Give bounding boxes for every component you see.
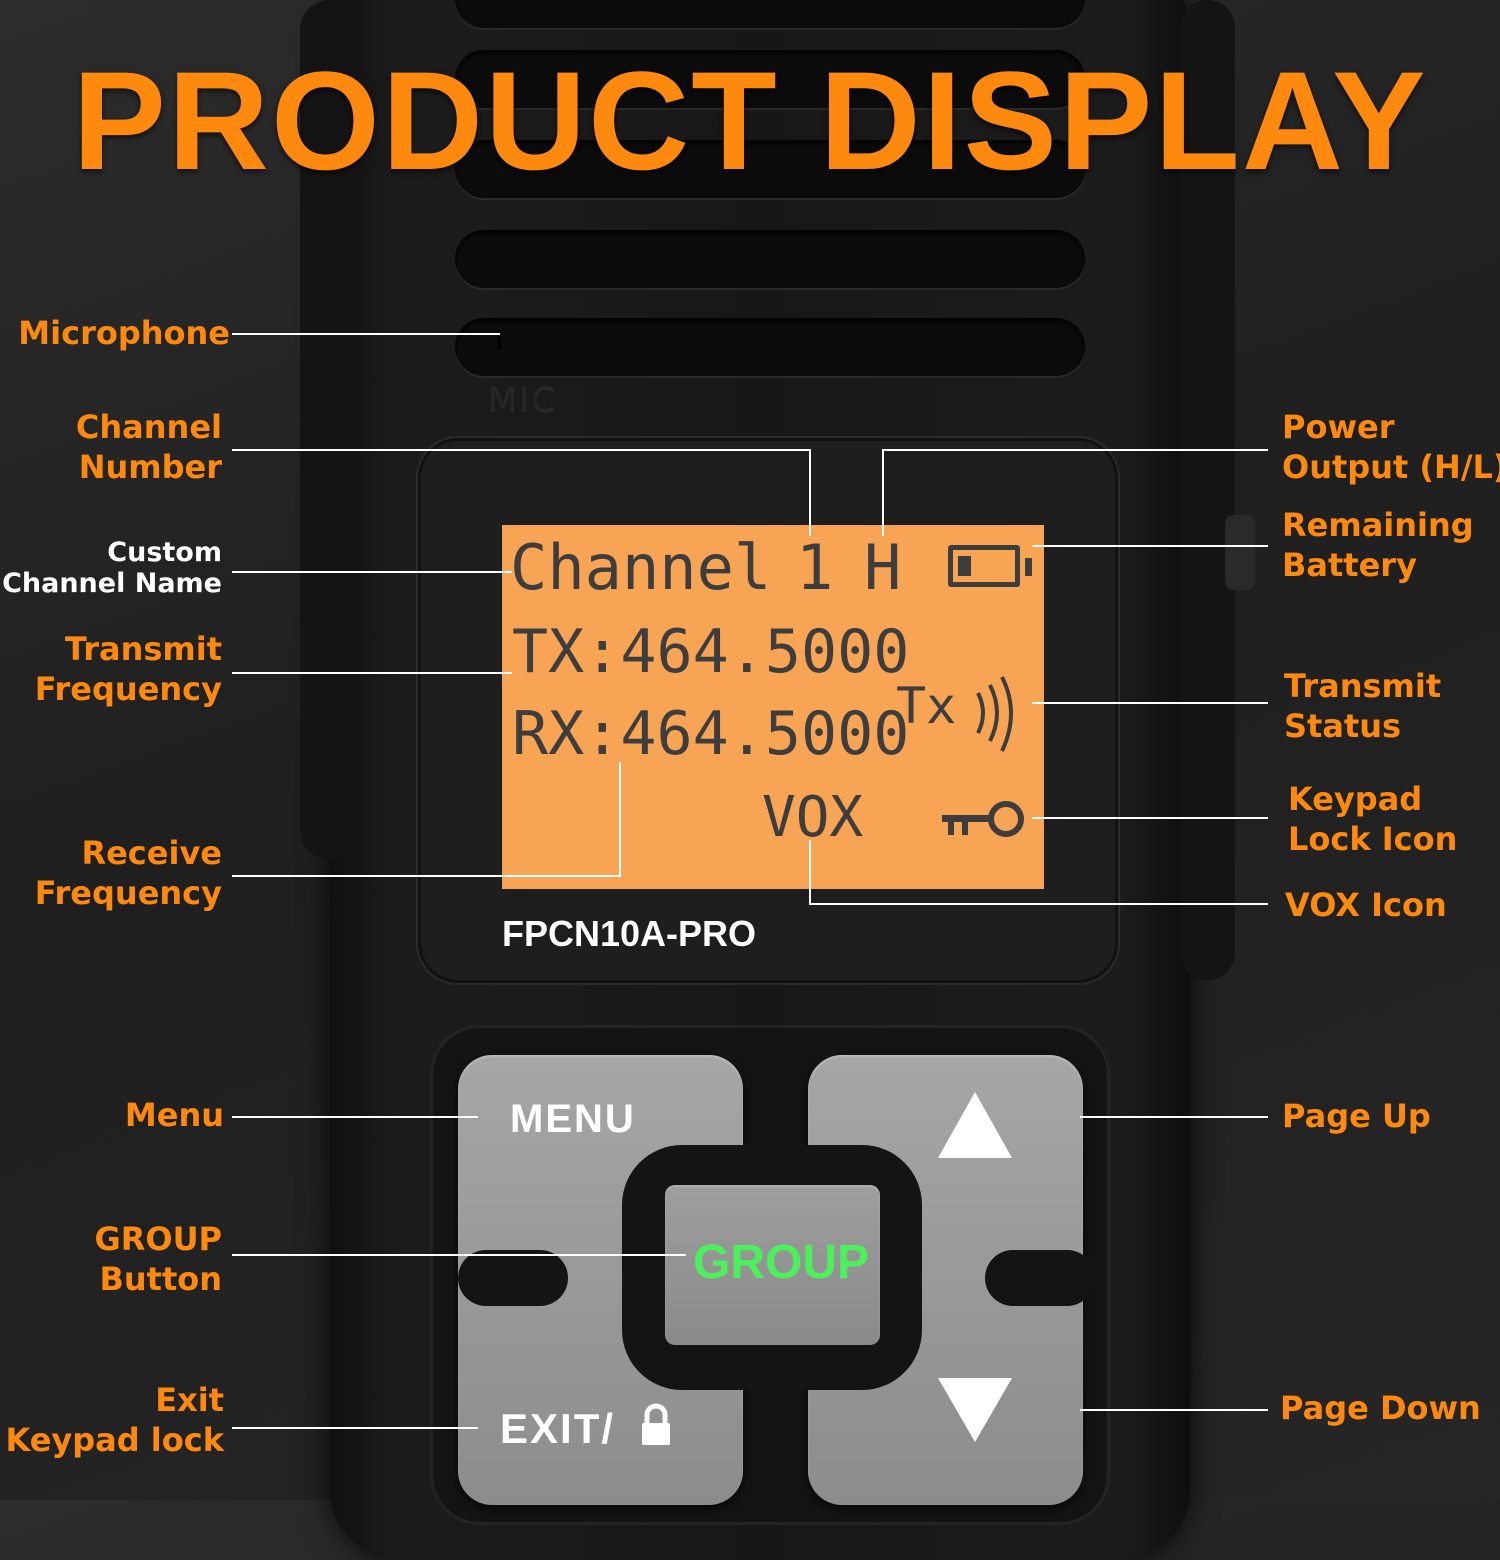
callout-line: Page Up: [1282, 1097, 1431, 1135]
callout-line: Number: [78, 448, 222, 486]
callout-line: Receive: [81, 834, 222, 872]
callout-line: Exit: [155, 1381, 224, 1419]
callout-line: Menu: [124, 1096, 224, 1134]
callout-line: Output (H/L): [1282, 448, 1500, 486]
exit-keypad-lock-button[interactable]: EXIT/: [468, 1375, 698, 1485]
callout-page-up: Page Up: [1282, 1096, 1431, 1136]
callout-exit-keypad-lock: Exit Keypad lock: [5, 1380, 224, 1460]
grille-slot: [455, 230, 1085, 288]
callout-keypad-lock-icon: Keypad Lock Icon: [1288, 779, 1457, 859]
grille-slot: [455, 318, 1085, 376]
callout-transmit-frequency: Transmit Frequency: [35, 629, 222, 709]
model-label: FPCN10A-PRO: [502, 913, 757, 954]
callout-microphone: Microphone: [18, 313, 230, 353]
callout-channel-number: Channel Number: [76, 407, 222, 487]
callout-line: Microphone: [18, 314, 230, 352]
grille-slot: [455, 50, 1085, 108]
exit-button-label: EXIT/: [500, 1405, 616, 1452]
callout-line: Channel: [75, 408, 222, 446]
callout-remaining-battery: Remaining Battery: [1282, 505, 1474, 585]
callout-line: Custom: [107, 537, 222, 568]
group-button-label: GROUP: [693, 1236, 870, 1289]
callout-line: Transmit: [64, 630, 222, 668]
page-down-button[interactable]: [920, 1370, 1030, 1470]
callout-line: Button: [99, 1260, 222, 1298]
key-divider: [985, 1250, 1095, 1306]
callout-vox-icon: VOX Icon: [1285, 885, 1447, 925]
callout-transmit-status: Transmit Status: [1284, 666, 1441, 746]
page-title: PRODUCT DISPLAY: [72, 42, 1428, 199]
callout-line: Remaining: [1282, 506, 1474, 544]
menu-button-label: MENU: [510, 1097, 636, 1141]
side-rail-left: [300, 0, 360, 860]
callout-line: Frequency: [34, 874, 222, 912]
menu-button[interactable]: MENU: [468, 1065, 698, 1175]
callout-line: Transmit: [1284, 667, 1442, 705]
key-divider: [458, 1250, 568, 1306]
lcd-vox: VOX: [762, 785, 864, 850]
callout-line: Channel Name: [2, 568, 222, 599]
callout-line: Power: [1282, 408, 1395, 446]
callout-line: Page Down: [1280, 1389, 1481, 1427]
battery-icon: [948, 545, 1032, 587]
callout-line: Frequency: [34, 670, 222, 708]
battery-fill: [958, 556, 971, 576]
page-up-button[interactable]: [920, 1080, 1030, 1180]
callout-receive-frequency: Receive Frequency: [35, 833, 222, 913]
grille-slot: [455, 0, 1085, 28]
key-lock-icon: [942, 801, 1024, 837]
triangle-up-icon: [938, 1092, 1012, 1158]
lcd-channel-name: Channel: [510, 531, 772, 604]
lcd-power-level: H: [864, 531, 902, 604]
lcd-channel-number: 1: [796, 531, 834, 604]
lcd-tx-frequency: TX:464.5000: [512, 617, 910, 687]
callout-line: Battery: [1282, 546, 1417, 584]
lcd-rx-frequency: RX:464.5000: [512, 699, 910, 769]
callout-line: GROUP: [94, 1220, 222, 1258]
callout-group-button: GROUP Button: [94, 1219, 222, 1299]
tx-waves-icon: [976, 676, 1013, 752]
mic-label: MIC: [488, 380, 558, 420]
callout-line: Keypad lock: [5, 1421, 224, 1459]
callout-line: Lock Icon: [1288, 820, 1458, 858]
triangle-down-icon: [938, 1378, 1012, 1442]
padlock-icon: [642, 1403, 670, 1445]
callout-menu: Menu: [125, 1095, 224, 1135]
callout-custom-channel-name: Custom Channel Name: [2, 537, 222, 599]
callout-page-down: Page Down: [1280, 1388, 1481, 1428]
callout-line: Status: [1284, 707, 1402, 745]
battery-tip: [1025, 558, 1032, 576]
lcd-tx-status: Tx: [896, 677, 957, 735]
grille-slot: [455, 140, 1085, 198]
callout-power-output: Power Output (H/L): [1282, 407, 1500, 487]
callout-line: Keypad: [1288, 780, 1423, 818]
lcd-screen: Channel 1 H TX:464.5000 RX:464.5000 Tx V…: [502, 525, 1044, 889]
callout-line: VOX Icon: [1285, 886, 1447, 924]
microphone-hole: [498, 334, 501, 350]
group-button[interactable]: GROUP: [665, 1185, 880, 1345]
side-button: [1225, 515, 1255, 590]
